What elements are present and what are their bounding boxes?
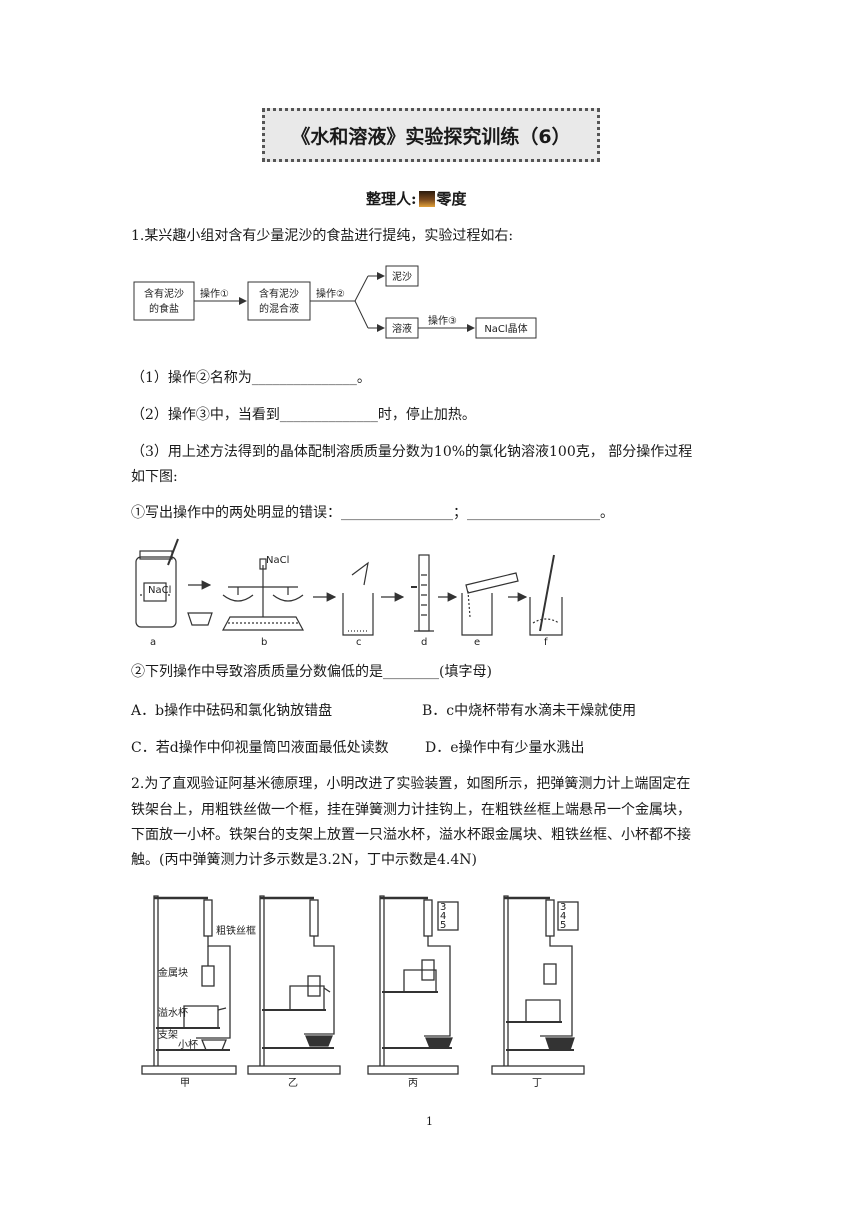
q1-part3-sub1: ①写出操作中的两处明显的错误：________________；________… (131, 505, 614, 521)
flow-op1-label: 操作① (200, 287, 229, 300)
q1-option-d: D．e操作中有少量水溅出 (425, 740, 585, 756)
balance-nacl-label: NaCl (266, 555, 289, 566)
metal-block-jia (201, 965, 215, 987)
panel-bing (367, 895, 459, 1075)
label-support: 支架 (158, 1029, 178, 1041)
jar-lid (187, 612, 213, 626)
apparatus-label-e: e (474, 637, 480, 648)
bing-tick-3: 3 (440, 902, 446, 913)
panel-name-jia: 甲 (180, 1078, 190, 1088)
bing-tick-5: 5 (440, 920, 446, 931)
ding-tick-4: 4 (560, 911, 566, 922)
jar-nacl-label: NaCl (148, 585, 171, 596)
q1-part3-line2: 如下图: (131, 469, 178, 485)
beaker-f (529, 597, 563, 636)
pouring-cylinder (465, 572, 519, 594)
scale-readout-ding (557, 901, 579, 931)
label-small-cup: 小杯 (178, 1038, 198, 1051)
apparatus-label-a: a (150, 637, 156, 648)
flow-box-mud (385, 265, 419, 287)
panel-name-ding: 丁 (532, 1078, 542, 1088)
ding-tick-5: 5 (560, 920, 566, 931)
flow-box-crystal (475, 317, 537, 339)
jar-neck (139, 550, 173, 560)
q1-part3-sub2: ②下列操作中导致溶质质量分数偏低的是________(填字母) (131, 664, 492, 680)
q1-part1: （1）操作②名称为_______________。 (131, 370, 371, 386)
overflow-cup-jia (183, 1005, 219, 1029)
panel-ding (491, 895, 585, 1075)
author-line: 整理人: 零度 (366, 190, 467, 208)
q1-stem: 1.某兴趣小组对含有少量泥沙的食盐进行提纯，实验过程如右: (131, 228, 514, 244)
bing-tick-4: 4 (440, 911, 446, 922)
solution-prep-apparatus-figure: NaCl NaCl a b c d e f (135, 538, 563, 648)
label-metal-block: 金属块 (158, 966, 188, 979)
spring-scale-jia (203, 899, 213, 937)
label-frame: 粗铁丝框 (216, 924, 256, 937)
page-number: 1 (426, 1115, 433, 1128)
flow-branch-up (354, 275, 369, 302)
flow-box-mud-label: 泥沙 (392, 270, 412, 283)
apparatus-label-b: b (261, 637, 267, 648)
graduated-cylinder (418, 554, 430, 632)
flow-box-raw-salt-line1: 含有泥沙 (144, 287, 184, 300)
panel-name-yi: 乙 (288, 1077, 298, 1088)
scale-readout-bing (437, 901, 459, 931)
purification-flowchart: 含有泥沙 的食盐 操作① 含有泥沙 的混合液 操作② 泥沙 溶液 操作③ NaC… (133, 265, 537, 339)
flow-box-mixture-line2: 的混合液 (259, 302, 299, 315)
balance-base (221, 616, 305, 631)
panel-name-bing: 丙 (408, 1078, 418, 1088)
apparatus-label-d: d (421, 637, 427, 648)
flow-box-solution-label: 溶液 (392, 322, 412, 335)
flow-box-mixture (247, 281, 311, 321)
author-avatar-icon (418, 190, 435, 207)
q2-stem-line4: 触。(丙中弹簧测力计多示数是3.2N，丁中示数是4.4N) (131, 852, 477, 868)
worksheet-title: 《水和溶液》实验探究训练（6） (262, 108, 600, 162)
small-cup-jia (201, 1039, 227, 1051)
balance-left-pan (222, 594, 254, 602)
flow-branch-down (354, 300, 369, 329)
panel-jia (141, 895, 237, 1075)
flow-box-raw-salt-line2: 的食盐 (149, 302, 179, 315)
panel-yi (247, 895, 341, 1075)
weighing-paper (351, 561, 369, 586)
beaker-c (342, 593, 374, 636)
flow-box-crystal-label: NaCl晶体 (484, 323, 527, 335)
q1-part3-line1: （3）用上述方法得到的晶体配制溶质质量分数为10%的氯化钠溶液100克， 部分操… (131, 444, 693, 460)
label-overflow-cup: 溢水杯 (158, 1006, 188, 1019)
q1-option-a: A．b操作中砝码和氯化钠放错盘 (131, 703, 333, 719)
ding-tick-3: 3 (560, 902, 566, 913)
flow-box-raw-salt (133, 281, 195, 321)
apparatus-label-f: f (544, 637, 548, 648)
beaker-e (461, 593, 493, 636)
balance-pointer (259, 558, 267, 570)
glass-rod-icon (539, 554, 555, 632)
q2-stem-line3: 下面放一小杯。铁架台的支架上放置一只溢水杯，溢水杯跟金属块、粗铁丝框、小杯都不接 (131, 827, 691, 843)
q1-option-c: C．若d操作中仰视量筒凹液面最低处读数 (131, 740, 389, 756)
q2-stem-line2: 铁架台上，用粗铁丝做一个框，挂在弹簧测力计挂钩上，在粗铁丝框上端悬吊一个金属块， (131, 802, 691, 818)
balance-right-pan (272, 594, 304, 602)
flow-op3-label: 操作③ (428, 314, 457, 327)
q1-option-b: B．c中烧杯带有水滴未干燥就使用 (422, 703, 637, 719)
archimedes-apparatus-figure: 粗铁丝框 金属块 溢水杯 支架 小杯 3 4 5 3 4 5 甲 乙 丙 丁 (141, 895, 585, 1088)
flow-box-mixture-line1: 含有泥沙 (259, 287, 299, 300)
spatula-icon (167, 538, 179, 566)
q2-stem-line1: 2.为了直观验证阿基米德原理，小明改进了实验装置，如图所示，把弹簧测力计上端固定… (131, 776, 691, 792)
flow-op2-label: 操作② (316, 287, 345, 300)
q1-part2: （2）操作③中，当看到______________时，停止加热。 (131, 407, 476, 423)
nacl-jar (135, 556, 177, 628)
apparatus-label-c: c (356, 637, 362, 648)
